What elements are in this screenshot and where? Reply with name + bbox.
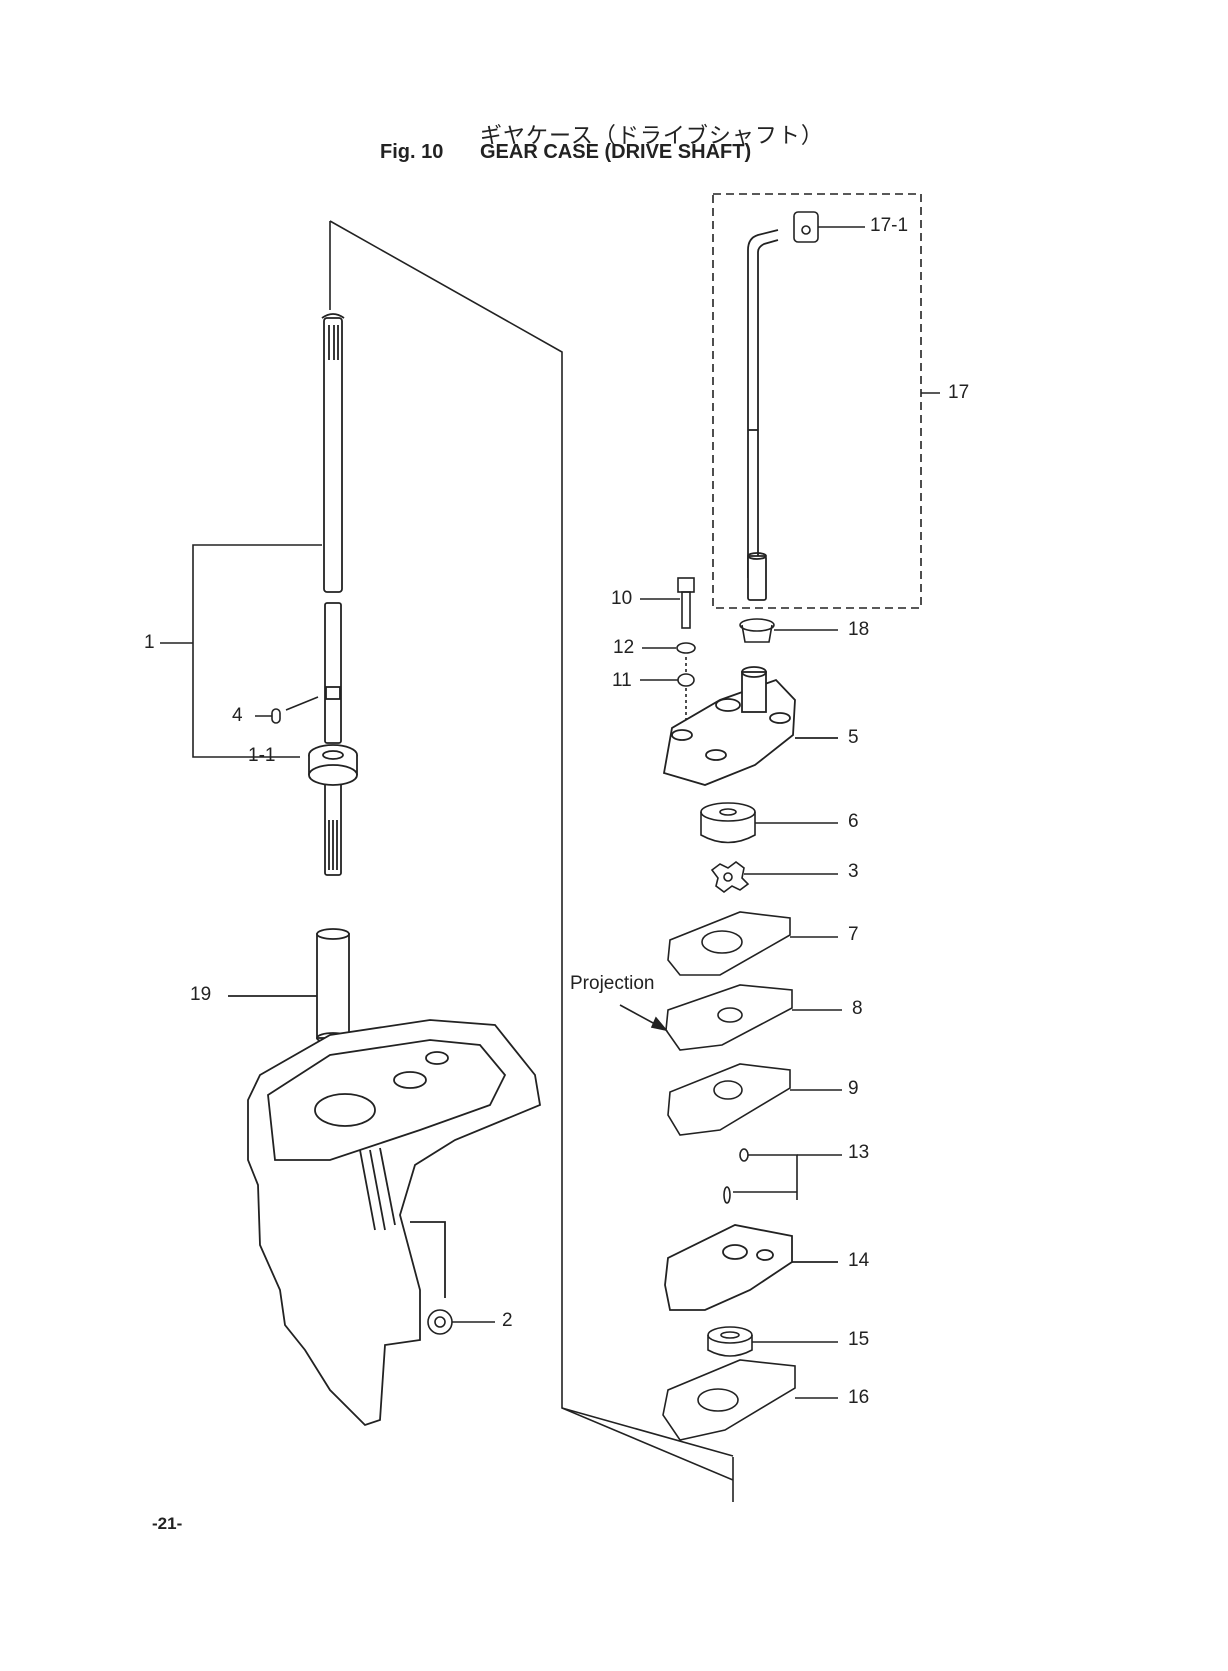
pump-case-5: [662, 666, 838, 786]
oil-seal-15: [707, 1326, 838, 1357]
nut-11: [640, 673, 695, 687]
title-japanese: ギヤケース（ドライブシャフト）: [480, 124, 824, 149]
pump-base-14: [664, 1224, 838, 1311]
figure-number: Fig. 10: [380, 141, 444, 163]
assembly-guide-line-diagonal: [329, 220, 734, 1502]
shaft-bearing: [308, 744, 358, 786]
gear-case-housing: [247, 1019, 542, 1427]
callout-9: 9: [848, 1078, 859, 1099]
assembly-guide-line-bottom: [561, 1407, 734, 1457]
callout-15: 15: [848, 1329, 870, 1350]
bracket-part-1: [192, 544, 322, 758]
callout-6: 6: [848, 811, 859, 832]
grommet-17-1: [793, 211, 865, 243]
callout-1: 1: [144, 632, 155, 653]
pin-4-shape: [271, 708, 281, 724]
kit-17-dashed-box: [712, 193, 922, 609]
callout-16: 16: [848, 1387, 870, 1408]
plate-8: [619, 984, 842, 1051]
callout-2: 2: [502, 1310, 513, 1331]
callout-17-1: 17-1: [870, 215, 909, 236]
callout-17: 17: [948, 382, 970, 403]
callout-14: 14: [848, 1250, 870, 1271]
callout-3: 3: [848, 861, 859, 882]
water-tube-19: [228, 928, 350, 1044]
callout-19: 19: [190, 984, 212, 1005]
callout-1-1: 1-1: [248, 745, 276, 766]
callout-4: 4: [232, 705, 243, 726]
callout-8: 8: [852, 998, 863, 1019]
gasket-7: [667, 911, 838, 976]
pump-liner-6: [700, 802, 838, 844]
callout-5: 5: [848, 727, 859, 748]
callout-13: 13: [848, 1142, 870, 1163]
callout-10: 10: [611, 588, 633, 609]
callout-12: 12: [613, 637, 635, 658]
dowel-pins-13: [723, 1148, 842, 1204]
gasket-9: [667, 1063, 842, 1136]
projection-annotation: Projection: [570, 973, 655, 994]
callout-11: 11: [612, 670, 632, 691]
grommet-18: [739, 618, 838, 643]
drain-nut-2: [427, 1309, 495, 1335]
drive-shaft: [321, 313, 345, 876]
callout-7: 7: [848, 924, 859, 945]
callout-18: 18: [848, 619, 870, 640]
page-number: -21-: [152, 1514, 183, 1533]
washer-12: [642, 642, 696, 654]
impeller-3: [710, 861, 838, 893]
title-english: GEAR CASE (DRIVE SHAFT): [480, 141, 752, 163]
water-tube-kit-17: [747, 229, 779, 601]
bolt-10: [640, 577, 695, 629]
gasket-16: [662, 1359, 838, 1441]
